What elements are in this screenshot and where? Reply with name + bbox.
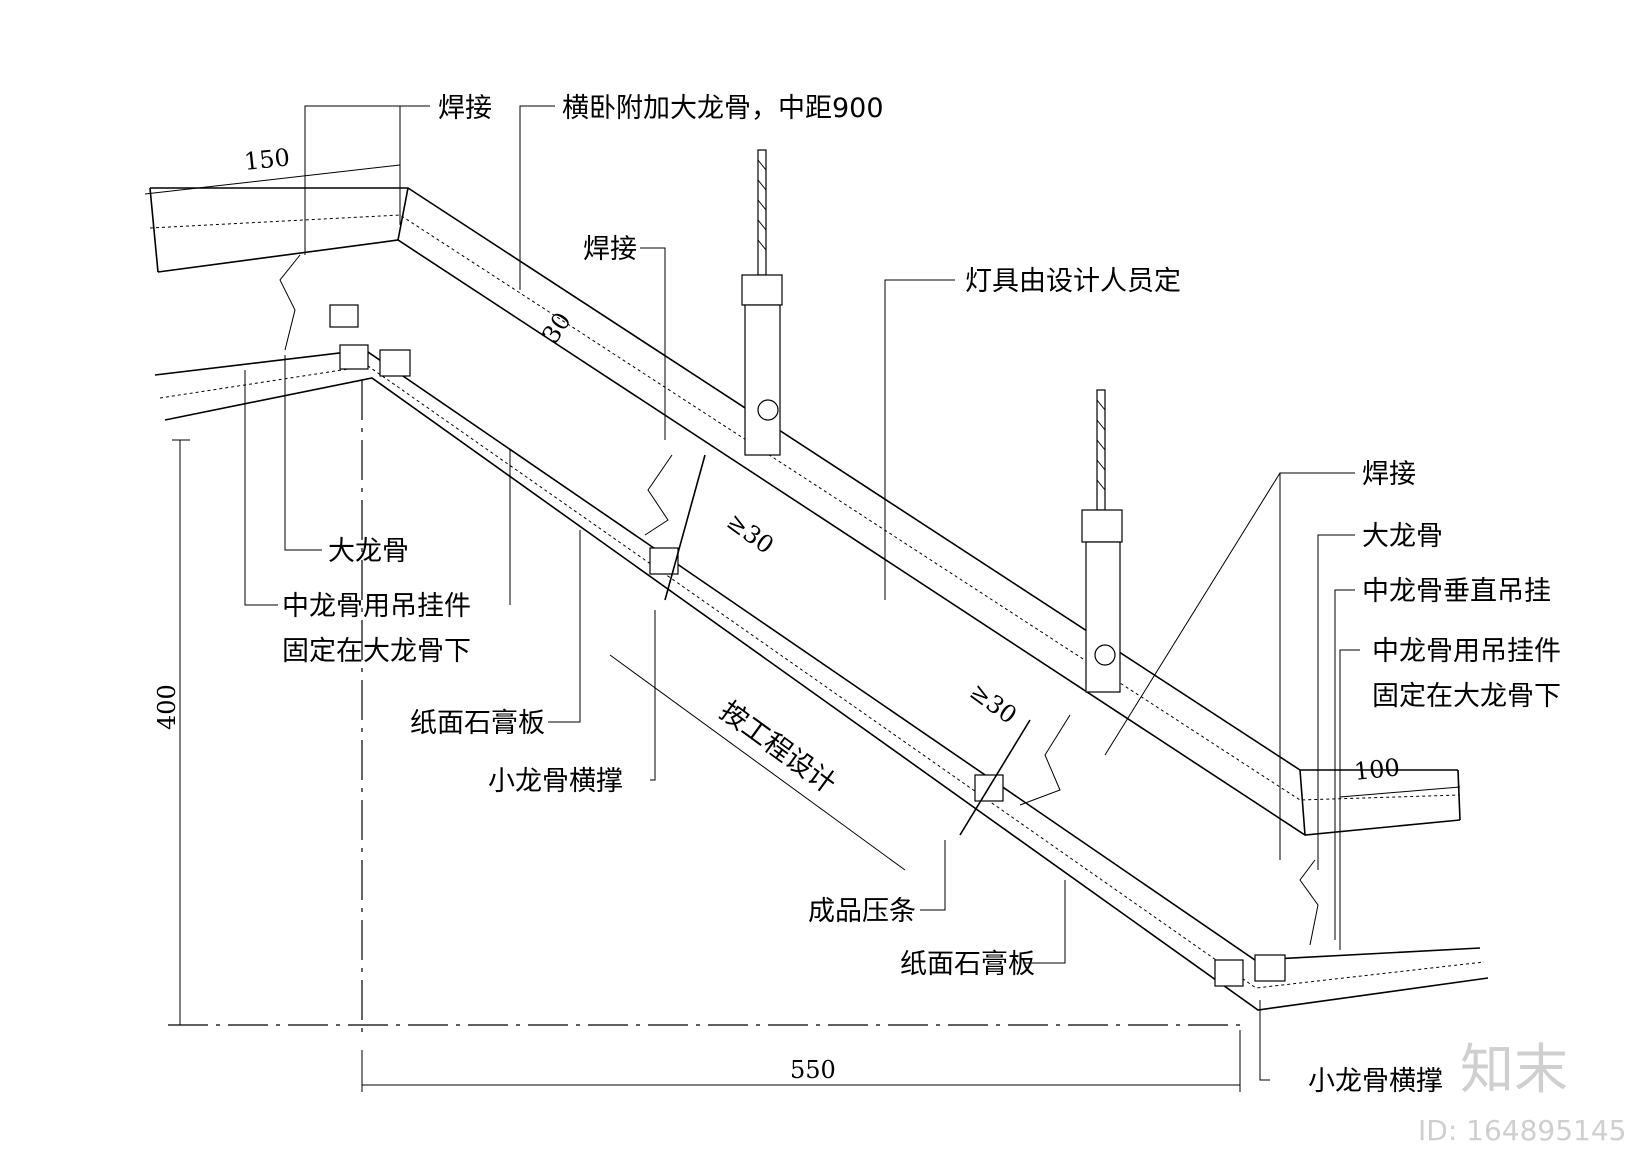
dim-400: 400 — [153, 684, 181, 730]
dim-ge30-right: ≥30 — [964, 677, 1021, 729]
label-gypsum-board-right: 纸面石膏板 — [900, 949, 1035, 980]
label-gypsum-board-left: 纸面石膏板 — [410, 708, 545, 739]
label-per-engineering-design: 按工程设计 — [714, 696, 841, 800]
hanger-rod-right — [1081, 389, 1123, 693]
dim-ge30-left: ≥30 — [721, 507, 778, 559]
label-light-fixture: 灯具由设计人员定 — [965, 266, 1181, 297]
hanger-rod-left — [741, 149, 783, 456]
label-mid-keel-vertical-hang: 中龙骨垂直吊挂 — [1362, 576, 1551, 607]
gypsum-board-band — [154, 349, 1489, 1011]
dim-30-top: 30 — [537, 307, 577, 348]
dim-150: 150 — [243, 143, 291, 176]
watermark-id: ID: 164895145 — [1418, 1114, 1626, 1147]
label-small-keel-brace-right: 小龙骨横撑 — [1308, 1066, 1443, 1097]
label-weld-top: 焊接 — [438, 93, 492, 124]
label-mid-keel-hanger-left-2: 固定在大龙骨下 — [282, 636, 471, 667]
label-mid-keel-hanger-right-1: 中龙骨用吊挂件 — [1372, 636, 1561, 667]
watermark-brand: 知末 — [1460, 1038, 1568, 1101]
label-small-keel-brace-left: 小龙骨横撑 — [488, 766, 623, 797]
dim-550: 550 — [790, 1056, 836, 1084]
label-finished-trim: 成品压条 — [808, 896, 916, 927]
label-horizontal-main-keel: 横卧附加大龙骨，中距900 — [562, 93, 884, 124]
leader-lines — [244, 105, 1360, 1081]
label-weld-mid: 焊接 — [583, 234, 637, 265]
watermark: 知末 ID: 164895145 — [1418, 1038, 1626, 1147]
label-main-keel-right: 大龙骨 — [1362, 521, 1443, 552]
label-mid-keel-hanger-left-1: 中龙骨用吊挂件 — [282, 591, 471, 622]
label-main-keel-left: 大龙骨 — [328, 536, 409, 567]
labels: 焊接 横卧附加大龙骨，中距900 焊接 灯具由设计人员定 焊接 大龙骨 中龙骨垂… — [282, 93, 1561, 1097]
dimension-lines — [144, 164, 1461, 1092]
keel-details — [279, 254, 1319, 987]
upper-beam — [149, 187, 1461, 836]
label-mid-keel-hanger-right-2: 固定在大龙骨下 — [1372, 681, 1561, 712]
dim-100: 100 — [1353, 753, 1401, 786]
label-weld-right: 焊接 — [1362, 459, 1416, 490]
